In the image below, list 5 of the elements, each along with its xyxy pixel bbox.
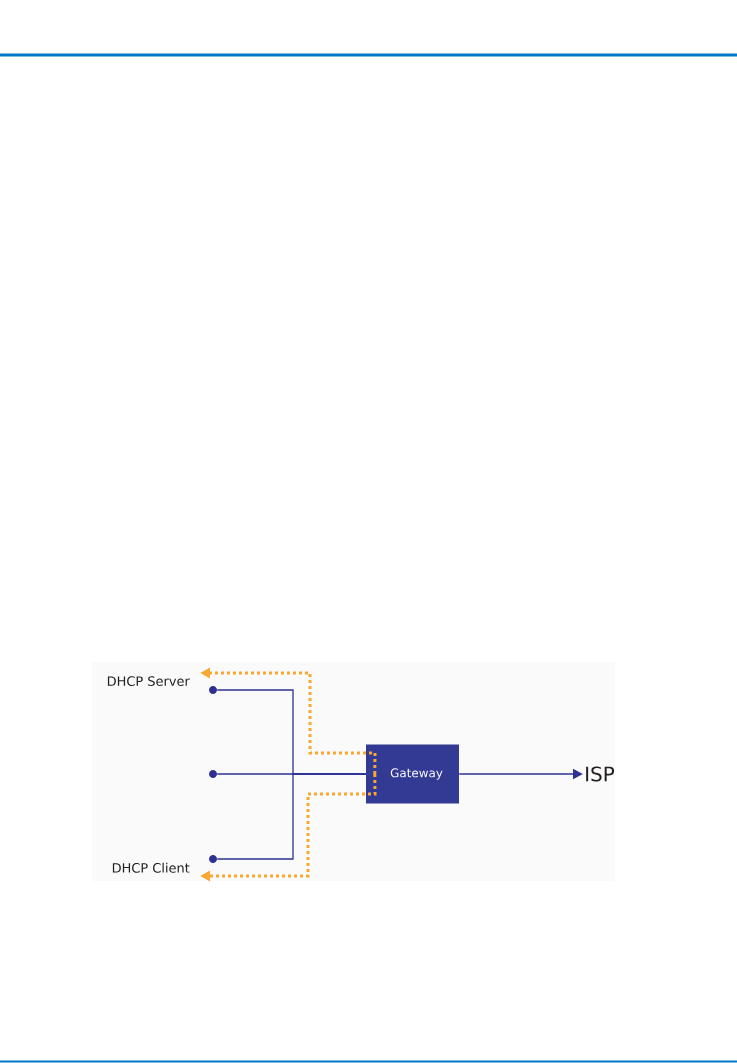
- connection-line: [216, 773, 367, 860]
- device-label: DHCP Client: [112, 862, 190, 873]
- endpoint-label: ISP: [586, 766, 615, 782]
- device-label: DHCP Server: [107, 676, 190, 686]
- gateway-box: Gateway: [366, 744, 459, 804]
